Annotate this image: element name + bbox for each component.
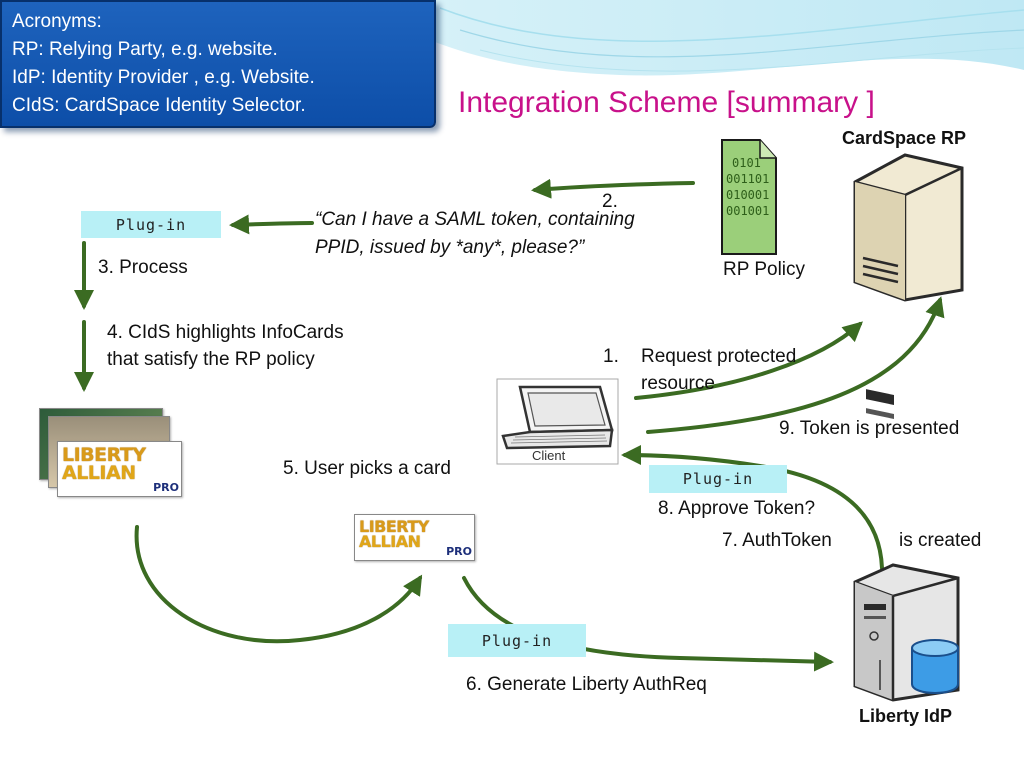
rp-policy-label: RP Policy <box>723 259 806 280</box>
step1-label-line1: Request protected <box>641 346 797 367</box>
step2-quote-line1: “Can I have a SAML token, containing <box>315 209 635 230</box>
policy-bit-row: 0101 <box>732 156 761 170</box>
card-suffix: PRO <box>446 545 472 558</box>
plugin-box-top: Plug-in <box>81 211 221 238</box>
step9-label: 9. Token is presented <box>779 418 960 439</box>
plugin-box-bottom: Plug-in <box>448 624 586 657</box>
rp-policy-document-icon <box>721 139 777 255</box>
acronym-idp: IdP: Identity Provider , e.g. Website. <box>12 67 315 88</box>
plugin-box-middle: Plug-in <box>649 465 787 493</box>
step1-number: 1. <box>603 346 619 367</box>
card-line1: LIBERTY <box>359 517 429 536</box>
cardspace-rp-server-icon <box>853 153 964 420</box>
step2-quote-line2: PPID, issued by *any*, please?” <box>315 237 585 258</box>
liberty-idp-label: Liberty IdP <box>859 706 953 726</box>
arrow-step2-lower <box>229 214 314 235</box>
cardspace-rp-label: CardSpace RP <box>842 128 967 148</box>
arrow-step2-upper <box>531 178 695 199</box>
acronyms-box: Acronyms: RP: Relying Party, e.g. websit… <box>0 0 436 128</box>
header-swoosh-line-2 <box>459 29 1024 58</box>
step4-label-line2: that satisfy the RP policy <box>107 349 315 370</box>
policy-bits: 0101 001101 010001 001001 <box>726 155 774 219</box>
step5-label: 5. User picks a card <box>283 458 451 479</box>
step4-label-line1: 4. CIdS highlights InfoCards <box>107 322 344 343</box>
card-line2: ALLIAN <box>359 532 421 552</box>
step7-label-part1: 7. AuthToken <box>722 530 832 551</box>
policy-bit-row: 001101 <box>726 172 770 186</box>
slide-title: Integration Scheme [summary ] <box>458 86 875 119</box>
card-suffix: PRO <box>153 481 179 494</box>
selected-infocard-liberty[interactable]: LIBERTY ALLIAN PRO <box>354 514 475 561</box>
policy-bit-row: 001001 <box>726 204 770 218</box>
acronyms-heading: Acronyms: <box>12 11 102 32</box>
arrow-step6 <box>462 576 834 672</box>
arrow-step9 <box>646 296 945 434</box>
card-line1: LIBERTY <box>62 444 146 466</box>
step1-label-line2: resource <box>641 373 715 394</box>
client-label: Client <box>532 448 566 463</box>
step8-label: 8. Approve Token? <box>658 498 816 519</box>
acronym-cids: CIdS: CardSpace Identity Selector. <box>12 95 306 116</box>
step2-label: 2. <box>602 191 618 212</box>
header-swoosh <box>430 0 1024 76</box>
policy-bit-row: 010001 <box>726 188 770 202</box>
card-line2: ALLIAN <box>62 462 136 485</box>
database-icon <box>911 639 959 694</box>
infocard-front-liberty: LIBERTY ALLIAN PRO <box>57 441 182 497</box>
header-swoosh-line-3 <box>479 47 1024 72</box>
header-swoosh-line-1 <box>439 7 1024 42</box>
client-laptop-icon <box>496 378 619 465</box>
arrow-step5 <box>134 525 423 644</box>
acronym-rp: RP: Relying Party, e.g. website. <box>12 39 278 60</box>
step3-label: 3. Process <box>98 257 188 278</box>
arrow-step1 <box>634 321 863 400</box>
step7-label-part2: is created <box>899 530 982 551</box>
step6-label: 6. Generate Liberty AuthReq <box>466 674 707 695</box>
